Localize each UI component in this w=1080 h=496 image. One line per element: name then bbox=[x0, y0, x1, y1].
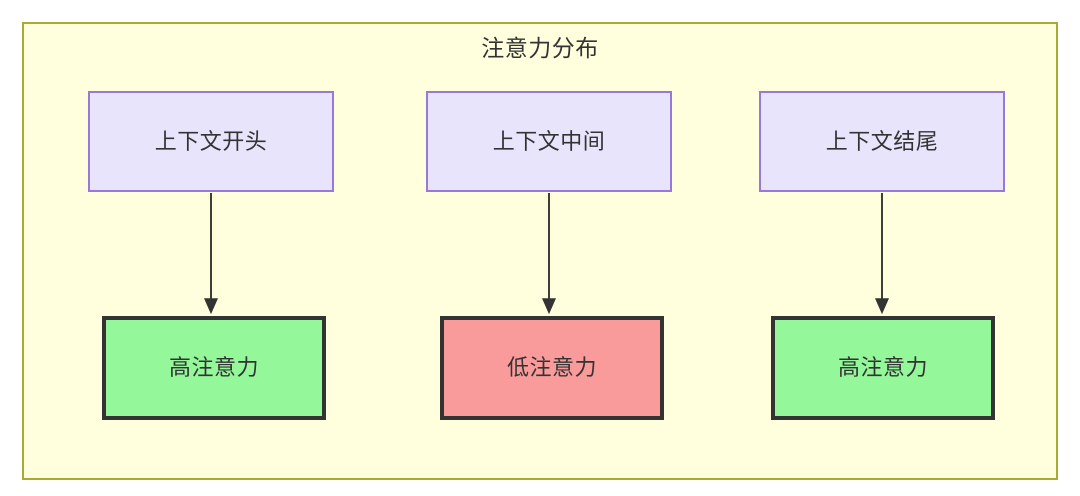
node-label: 低注意力 bbox=[506, 355, 597, 380]
node-label: 高注意力 bbox=[837, 355, 928, 380]
node-label: 上下文开头 bbox=[154, 128, 268, 154]
node-context-start[interactable]: 上下文开头 bbox=[88, 91, 334, 192]
node-context-end[interactable]: 上下文结尾 bbox=[759, 91, 1005, 192]
node-context-middle[interactable]: 上下文中间 bbox=[426, 91, 672, 192]
subgraph-title: 注意力分布 bbox=[481, 35, 599, 61]
node-label: 上下文中间 bbox=[492, 128, 606, 154]
node-attention-high-end[interactable]: 高注意力 bbox=[771, 316, 995, 420]
node-attention-low-middle[interactable]: 低注意力 bbox=[440, 316, 664, 420]
node-label: 高注意力 bbox=[168, 355, 259, 380]
node-attention-high-start[interactable]: 高注意力 bbox=[102, 316, 326, 420]
node-label: 上下文结尾 bbox=[825, 128, 939, 154]
